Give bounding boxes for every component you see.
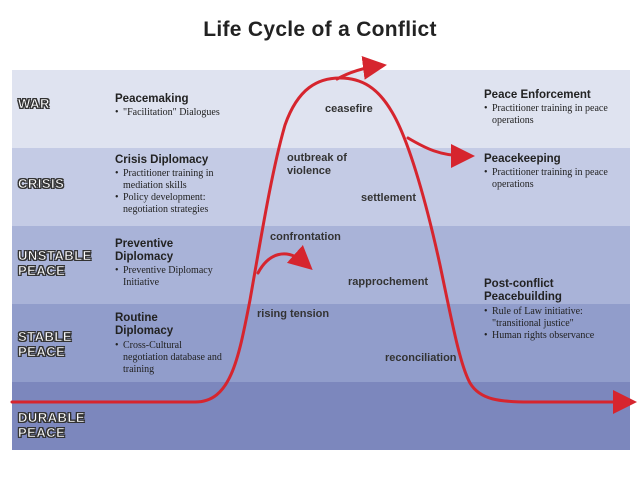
label-ceasefire: ceasefire bbox=[325, 103, 373, 115]
peacekeeping-list: Practitioner training in peace operation… bbox=[484, 167, 619, 191]
list-item: "Facilitation" Dialogues bbox=[115, 107, 265, 119]
list-item: Human rights observance bbox=[484, 330, 624, 342]
band-durable-peace bbox=[12, 382, 630, 450]
peacekeeping-arrow bbox=[406, 136, 475, 168]
list-item: Practitioner training in peace operation… bbox=[484, 103, 619, 127]
label-rapprochement: rapprochement bbox=[348, 276, 429, 288]
label-outbreak-of-violence: outbreak of violence bbox=[287, 152, 347, 177]
post-conflict-heading: Post-conflict Peacebuilding bbox=[484, 278, 562, 303]
label-reconciliation: reconciliation bbox=[385, 352, 457, 364]
crisis-diplomacy-heading: Crisis Diplomacy bbox=[115, 154, 209, 166]
preventive-arrow bbox=[256, 245, 313, 275]
label-rising-tension: rising tension bbox=[257, 308, 330, 320]
peace-enforcement-list: Practitioner training in peace operation… bbox=[484, 103, 619, 127]
level-label-stable-peace: STABLE PEACE bbox=[18, 329, 73, 360]
routine-diplomacy-heading: Routine Diplomacy bbox=[115, 312, 174, 337]
preventive-diplomacy-heading: Preventive Diplomacy bbox=[115, 238, 174, 263]
level-label-war: WAR bbox=[18, 96, 50, 112]
level-label-crisis: CRISIS bbox=[18, 176, 65, 192]
peacekeeping-heading: Peacekeeping bbox=[484, 153, 561, 165]
list-item: Practitioner training in peace operation… bbox=[484, 167, 619, 191]
peace-enforcement-heading: Peace Enforcement bbox=[484, 89, 591, 101]
preventive-diplomacy-list: Preventive Diplomacy Initiative bbox=[115, 265, 225, 289]
ceasefire-arrow bbox=[335, 55, 387, 81]
label-confrontation: confrontation bbox=[270, 231, 341, 243]
peacemaking-list: "Facilitation" Dialogues bbox=[115, 107, 265, 119]
diagram-title: Life Cycle of a Conflict bbox=[203, 18, 437, 41]
list-item: Practitioner training in mediation skill… bbox=[115, 168, 233, 192]
label-settlement: settlement bbox=[361, 192, 417, 204]
list-item: Rule of Law initiative: "transitional ju… bbox=[484, 306, 624, 330]
list-item: Preventive Diplomacy Initiative bbox=[115, 265, 225, 289]
peacemaking-heading: Peacemaking bbox=[115, 93, 189, 105]
main-curve-line bbox=[10, 76, 637, 414]
crisis-diplomacy-list: Practitioner training in mediation skill… bbox=[115, 168, 233, 216]
level-label-unstable-peace: UNSTABLE PEACE bbox=[18, 248, 92, 279]
post-conflict-list: Rule of Law initiative: "transitional ju… bbox=[484, 306, 624, 342]
list-item: Cross-Cultural negotiation database and … bbox=[115, 340, 225, 376]
list-item: Policy development: negotiation strategi… bbox=[115, 192, 233, 216]
level-label-durable-peace: DURABLE PEACE bbox=[18, 410, 86, 441]
routine-diplomacy-list: Cross-Cultural negotiation database and … bbox=[115, 340, 225, 376]
